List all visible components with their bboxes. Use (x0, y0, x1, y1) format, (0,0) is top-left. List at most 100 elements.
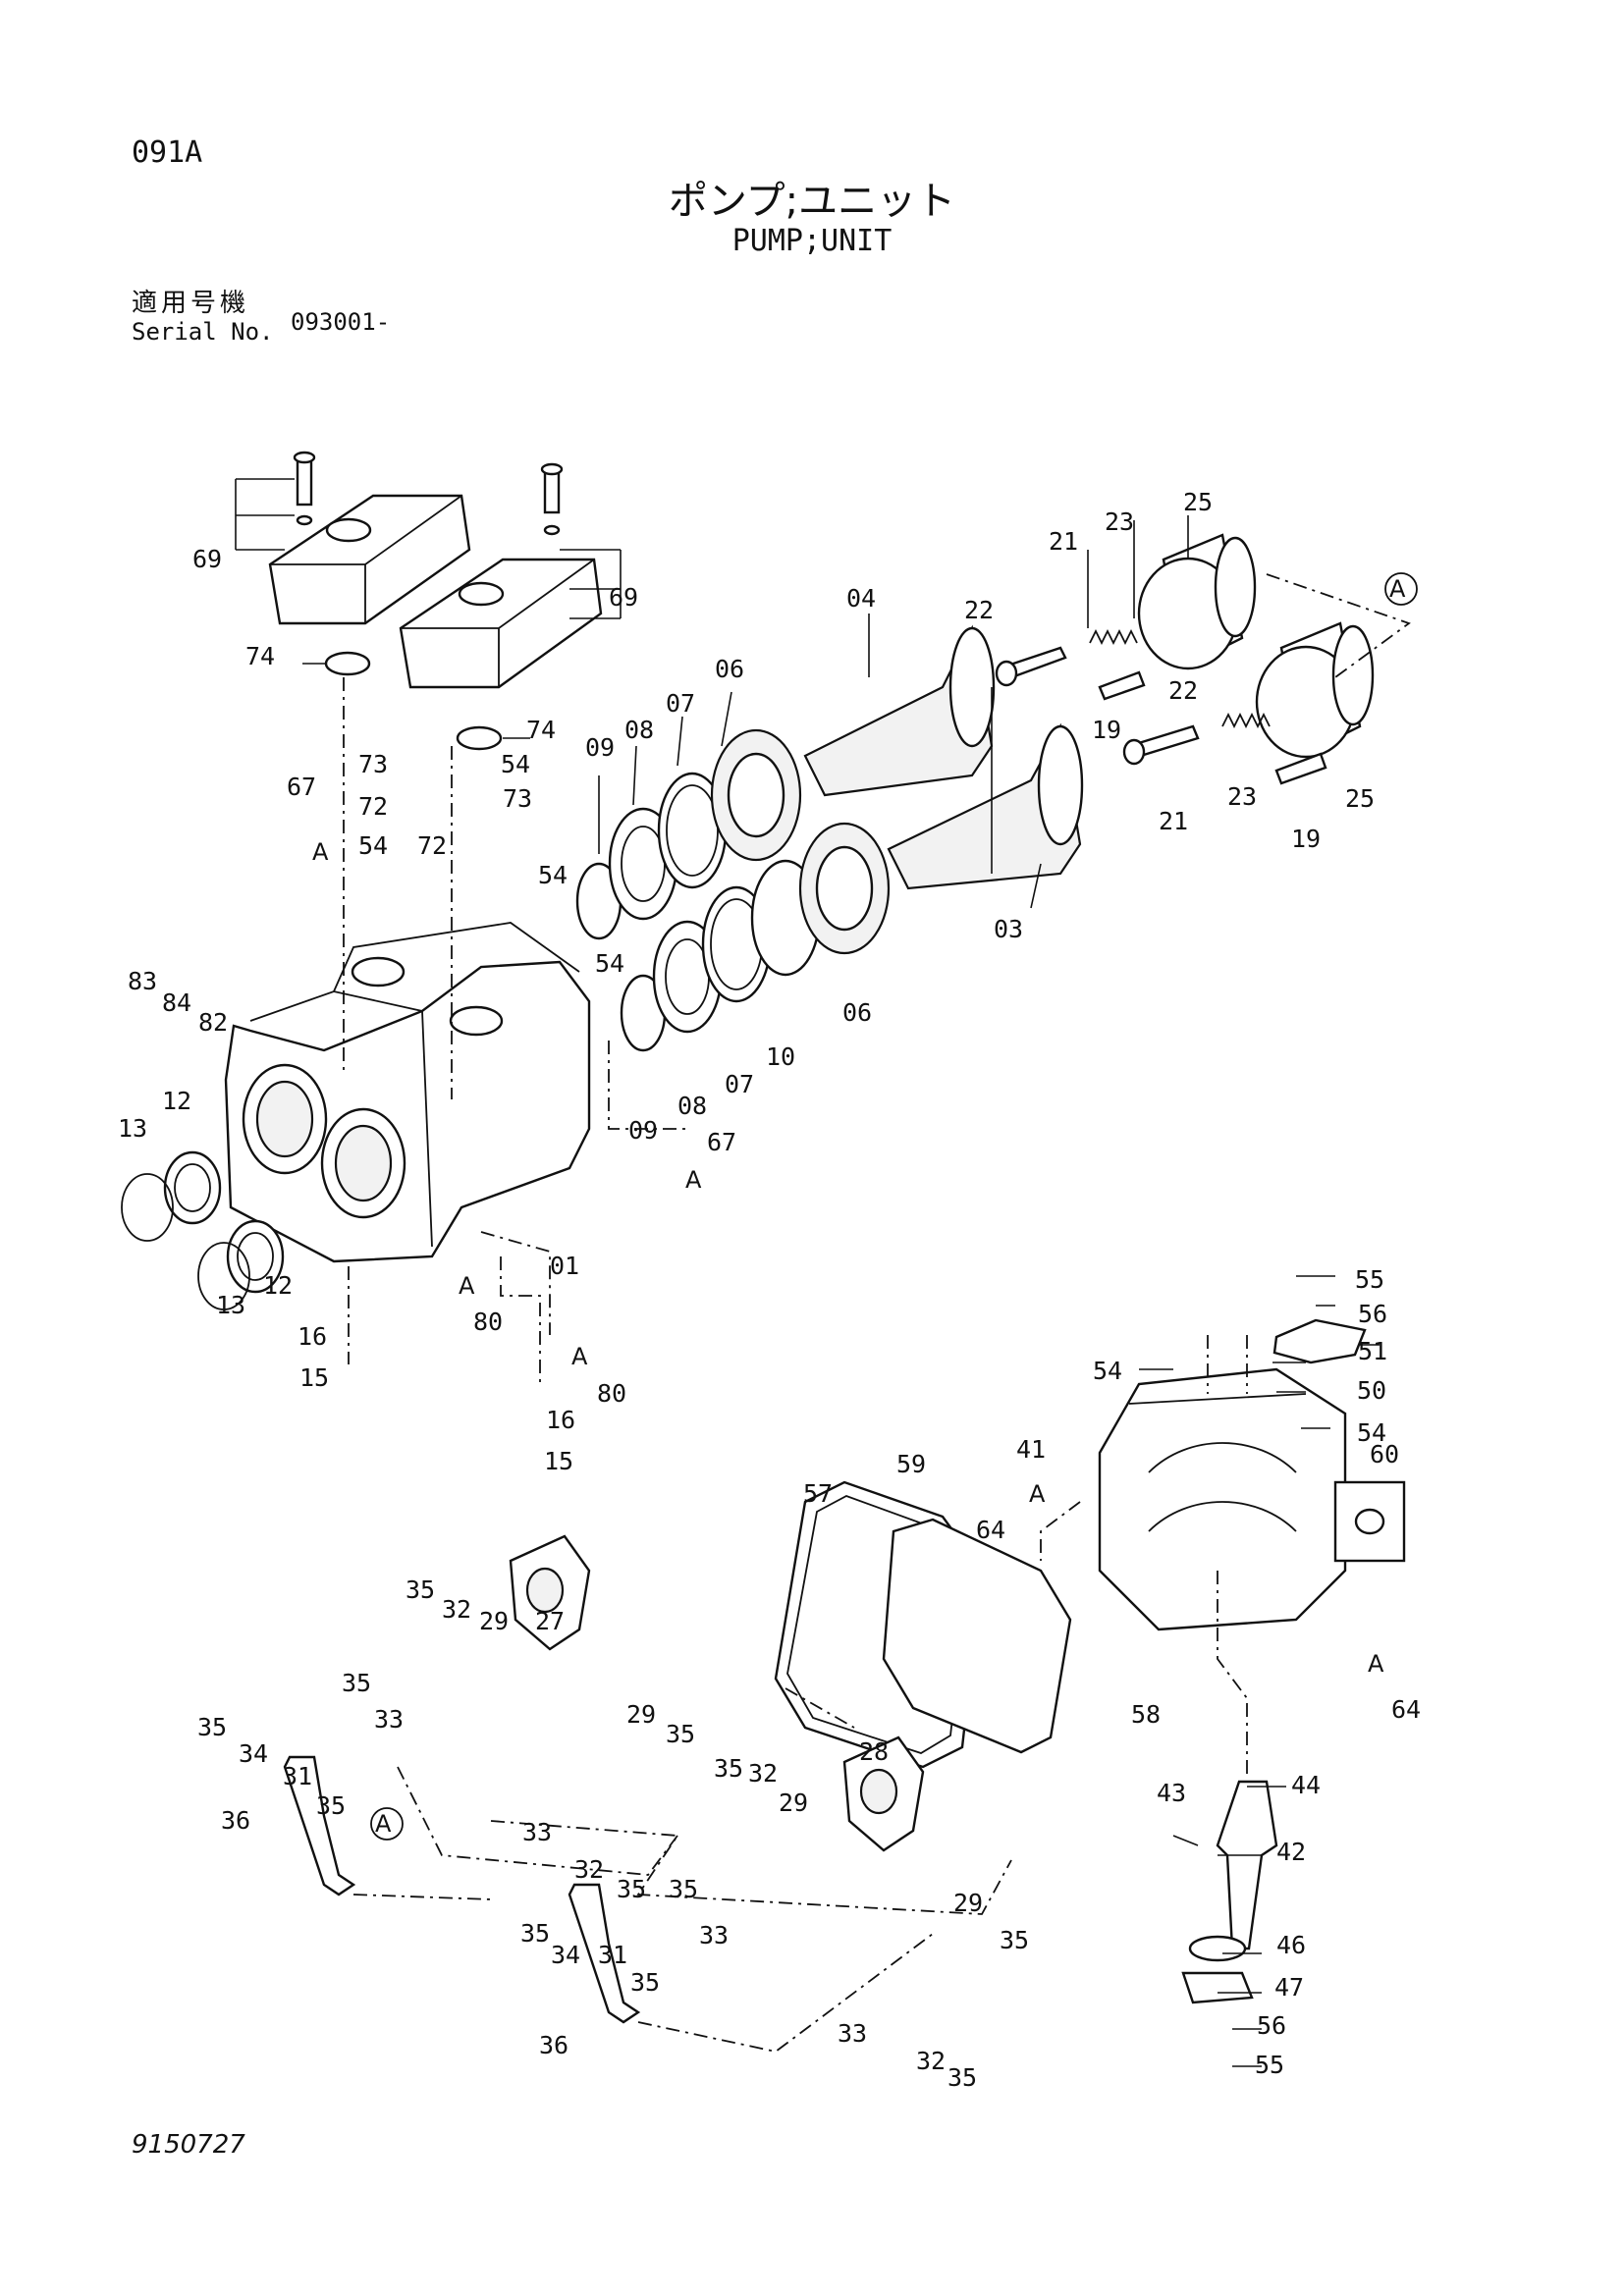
reference-mark-a: A (571, 1343, 588, 1370)
part-callout-04: 04 (846, 584, 876, 613)
page-title-english: PUMP;UNIT (731, 224, 893, 258)
part-callout-51: 51 (1358, 1337, 1387, 1365)
part-callout-72: 72 (358, 792, 388, 821)
part-callout-12: 12 (162, 1087, 191, 1115)
part-callout-35: 35 (669, 1875, 698, 1903)
part-callout-33: 33 (374, 1705, 404, 1734)
part-callout-21: 21 (1049, 527, 1078, 556)
reference-mark-a: A (1389, 575, 1406, 603)
part-callout-06: 06 (842, 998, 872, 1027)
reference-mark-a: A (312, 838, 329, 866)
part-callout-07: 07 (725, 1070, 754, 1098)
part-callout-84: 84 (162, 988, 191, 1017)
part-callout-35: 35 (630, 1968, 660, 1997)
part-callout-54: 54 (1357, 1418, 1386, 1447)
part-callout-32: 32 (916, 2047, 946, 2075)
part-callout-25: 25 (1345, 784, 1375, 813)
part-callout-58: 58 (1131, 1700, 1161, 1729)
serial-label-english: Serial No. (132, 318, 274, 346)
part-callout-08: 08 (624, 716, 654, 744)
part-callout-54: 54 (595, 949, 624, 978)
part-callout-69: 69 (192, 545, 222, 573)
part-callout-67: 67 (287, 773, 316, 801)
part-callout-29: 29 (779, 1789, 808, 1817)
part-callout-32: 32 (574, 1855, 604, 1884)
part-callout-46: 46 (1276, 1931, 1306, 1959)
serial-number-value: 093001- (291, 308, 391, 336)
part-callout-15: 15 (299, 1363, 329, 1392)
part-callout-29: 29 (953, 1889, 983, 1917)
part-callout-80: 80 (473, 1308, 503, 1336)
part-callout-29: 29 (479, 1607, 509, 1635)
part-callout-83: 83 (128, 967, 157, 995)
part-callout-35: 35 (520, 1919, 550, 1948)
part-callout-35: 35 (666, 1720, 695, 1748)
part-callout-25: 25 (1183, 488, 1213, 516)
part-callout-33: 33 (522, 1818, 552, 1846)
part-callout-72: 72 (417, 831, 447, 860)
part-callout-54: 54 (1093, 1357, 1122, 1385)
part-callout-32: 32 (748, 1759, 778, 1788)
part-callout-34: 34 (551, 1941, 580, 1969)
part-callout-15: 15 (544, 1447, 573, 1475)
part-callout-55: 55 (1255, 2051, 1284, 2079)
part-callout-35: 35 (714, 1754, 743, 1783)
part-callout-22: 22 (1168, 676, 1198, 705)
part-callout-19: 19 (1092, 716, 1121, 744)
part-callout-33: 33 (838, 2019, 867, 2048)
part-callout-67: 67 (707, 1128, 736, 1156)
part-callout-13: 13 (118, 1114, 147, 1143)
part-callout-35: 35 (316, 1791, 346, 1820)
part-callout-16: 16 (298, 1322, 327, 1351)
part-callout-55: 55 (1355, 1265, 1384, 1294)
part-callout-03: 03 (994, 915, 1023, 943)
part-callout-35: 35 (1000, 1926, 1029, 1954)
part-callout-35: 35 (197, 1713, 227, 1741)
part-callout-50: 50 (1357, 1376, 1386, 1405)
part-callout-35: 35 (617, 1875, 646, 1903)
reference-mark-a: A (685, 1166, 702, 1194)
page-code: 091A (132, 135, 203, 170)
part-callout-01: 01 (550, 1252, 579, 1280)
part-callout-31: 31 (598, 1941, 627, 1969)
part-callout-09: 09 (628, 1116, 658, 1145)
reference-mark-a: A (375, 1810, 392, 1838)
part-callout-07: 07 (666, 689, 695, 718)
part-callout-36: 36 (539, 2031, 568, 2059)
part-callout-21: 21 (1159, 807, 1188, 835)
part-callout-08: 08 (677, 1092, 707, 1120)
part-callout-16: 16 (546, 1406, 575, 1434)
part-callout-59: 59 (896, 1450, 926, 1478)
part-callout-47: 47 (1274, 1973, 1304, 2002)
drawing-lines (121, 451, 1411, 2067)
part-callout-73: 73 (503, 784, 532, 813)
part-callout-06: 06 (715, 655, 744, 683)
part-callout-09: 09 (585, 733, 615, 762)
part-callout-27: 27 (535, 1607, 565, 1635)
part-callout-10: 10 (766, 1042, 795, 1071)
part-callout-54: 54 (501, 750, 530, 778)
part-callout-69: 69 (609, 583, 638, 612)
part-callout-60: 60 (1370, 1440, 1399, 1468)
part-callout-82: 82 (198, 1008, 228, 1037)
part-callout-57: 57 (803, 1479, 833, 1508)
document-number: 9150727 (132, 2130, 245, 2160)
part-callout-23: 23 (1227, 782, 1257, 811)
part-callout-44: 44 (1291, 1771, 1321, 1799)
part-callout-54: 54 (538, 861, 568, 889)
part-callout-35: 35 (947, 2063, 977, 2092)
part-callout-64: 64 (1391, 1695, 1421, 1724)
part-callout-56: 56 (1257, 2011, 1286, 2040)
part-callout-80: 80 (597, 1379, 626, 1408)
part-callout-64: 64 (976, 1516, 1005, 1544)
part-callout-42: 42 (1276, 1838, 1306, 1866)
part-callout-33: 33 (699, 1921, 729, 1949)
reference-mark-a: A (1368, 1650, 1384, 1678)
part-callout-34: 34 (239, 1739, 268, 1768)
part-callout-74: 74 (245, 642, 275, 670)
part-callout-56: 56 (1358, 1300, 1387, 1328)
reference-a-circle (1384, 572, 1418, 606)
part-callout-19: 19 (1291, 825, 1321, 853)
part-callout-28: 28 (859, 1737, 889, 1766)
